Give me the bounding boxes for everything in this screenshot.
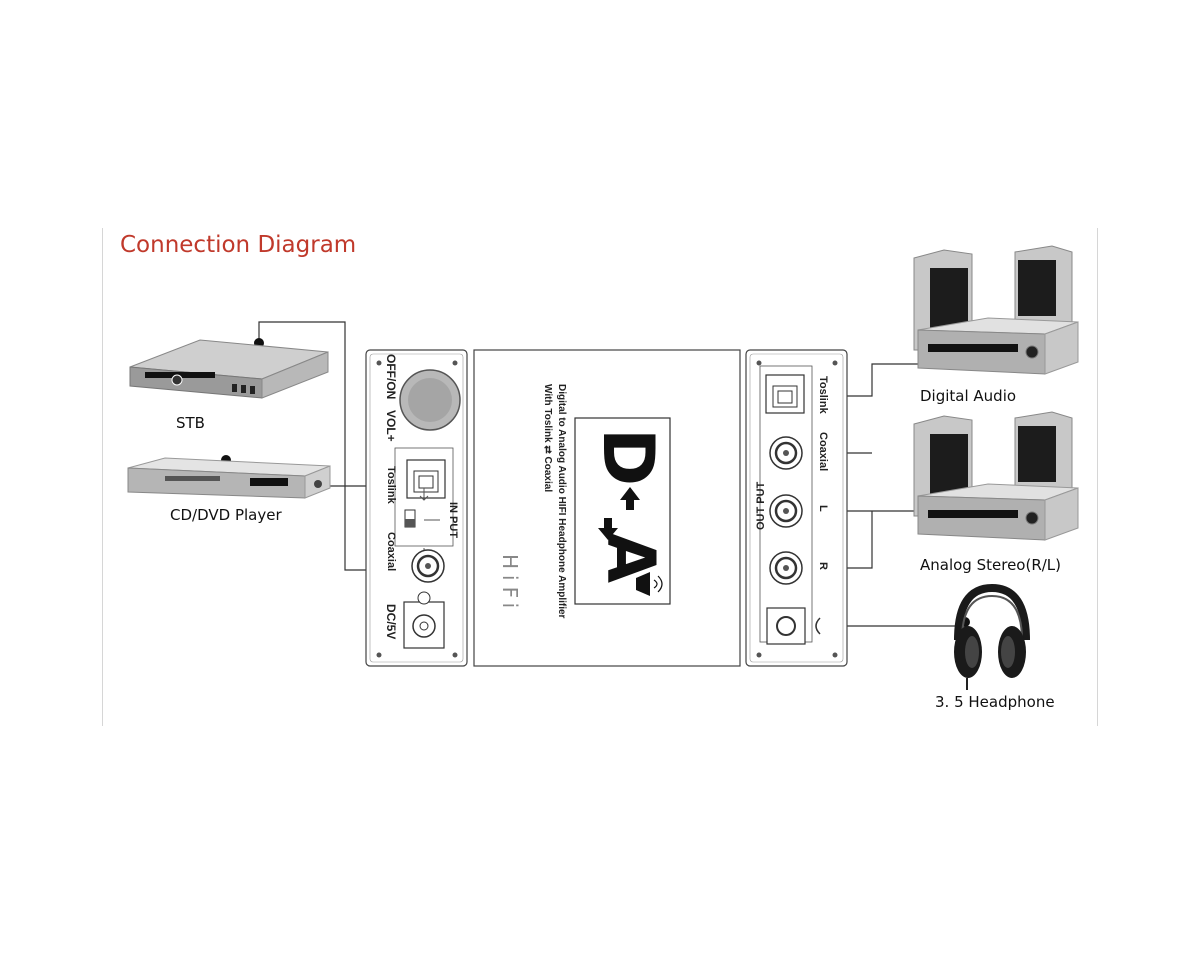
digital-audio-system <box>913 245 1079 375</box>
headphone-label: 3. 5 Headphone <box>935 693 1055 711</box>
product-subtitle: With Toslink ⇄ Coaxial <box>542 384 553 493</box>
right-channel-label: R <box>817 562 829 570</box>
toslink-output-label: Toslink <box>817 376 829 414</box>
logo-letter-d: D <box>587 428 669 487</box>
hifi-label: HiFi <box>498 554 522 615</box>
analog-stereo-system <box>913 411 1079 541</box>
product-description: Digital to Analog Audio HIFI Headphone A… <box>556 384 567 619</box>
speaker-icon <box>636 572 650 596</box>
logo-arrows-icon <box>598 487 640 540</box>
output-section-label: OUT PUT <box>755 481 767 530</box>
stb-label: STB <box>176 414 205 432</box>
headphone-jack-icon <box>815 617 821 635</box>
analog-stereo-label: Analog Stereo(R/L) <box>920 556 1062 574</box>
stb-cable <box>258 321 405 571</box>
dc-power-port <box>403 601 445 649</box>
da-logo-box <box>574 417 671 605</box>
logo-letter-a: A <box>592 532 669 584</box>
screw-icons <box>376 360 458 658</box>
cd-dvd-device <box>127 457 331 499</box>
frame-right-border <box>1097 228 1098 726</box>
input-section-label: IN PUT <box>447 502 459 539</box>
coaxial-output-label: Coaxial <box>817 432 829 472</box>
rca-ports <box>769 436 803 585</box>
stb-device <box>129 339 329 399</box>
headphone-icon <box>954 583 1030 690</box>
dc-power-label: DC/5V <box>384 604 398 640</box>
diagram-title: Connection Diagram <box>120 232 357 258</box>
toslink-input-label: Toslink <box>385 466 397 504</box>
power-switch-label: OFF/ON <box>384 354 398 400</box>
digital-audio-label: Digital Audio <box>920 387 1017 405</box>
output-panel <box>745 349 848 667</box>
input-panel <box>365 349 468 667</box>
cd-dvd-label: CD/DVD Player <box>170 506 282 524</box>
volume-label: VOL+ <box>384 410 398 442</box>
coaxial-input-label: Coaxial <box>385 532 397 572</box>
frame-left-border <box>102 228 103 726</box>
center-panel <box>473 349 741 667</box>
left-channel-label: L <box>817 505 829 512</box>
